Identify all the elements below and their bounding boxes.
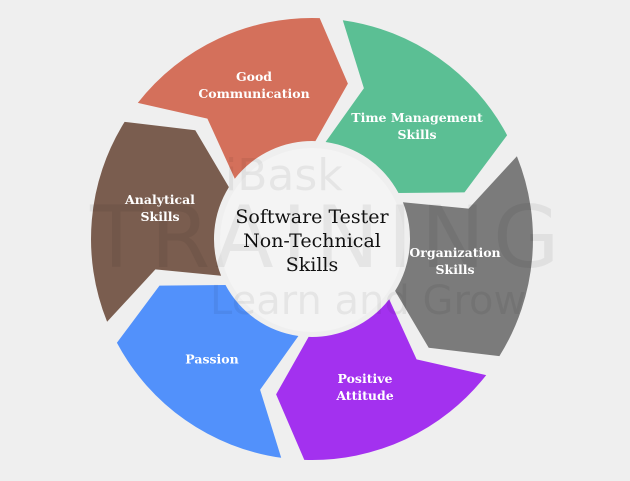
center-title-line: Software Tester — [235, 206, 389, 228]
label-line: Time Management — [351, 110, 483, 125]
watermark-line2: TRAINING — [90, 188, 568, 288]
segment-arrow-organization — [395, 156, 533, 357]
segment-label-organization: Organization Skills — [409, 244, 500, 278]
label-line: Skills — [435, 262, 475, 277]
segment-arrow-positive-attitude — [276, 299, 487, 461]
segment-arrow-good-communication — [137, 17, 348, 179]
segment-arrow-time-management — [325, 20, 508, 194]
label-line: Analytical — [125, 192, 195, 207]
watermark-line3: Learn and Grow — [210, 278, 527, 324]
label-line: Attitude — [336, 388, 394, 403]
center-title-line: Skills — [285, 254, 339, 276]
label-line: Good — [235, 69, 273, 84]
label-line: Passion — [185, 351, 239, 367]
segment-label-passion: Passion — [185, 351, 238, 368]
center-circle — [220, 148, 404, 332]
center-title-line: Non-Technical — [243, 230, 381, 252]
label-line: Positive — [337, 371, 393, 386]
segment-label-time-management: Time Management Skills — [351, 109, 482, 143]
label-line: Skills — [397, 127, 437, 142]
center-title: Software Tester Non-Technical Skills — [235, 205, 388, 277]
segment-arrow-passion — [116, 285, 299, 458]
label-line: Organization — [409, 245, 501, 260]
segment-label-positive-attitude: Positive Attitude — [336, 370, 393, 404]
label-line: Communication — [198, 86, 310, 101]
segment-label-good-communication: Good Communication — [198, 68, 309, 102]
label-line: Skills — [140, 209, 180, 224]
segment-arrow-analytical — [91, 121, 229, 322]
segment-label-analytical: Analytical Skills — [125, 191, 195, 225]
watermark-line1: iBask — [225, 150, 343, 201]
